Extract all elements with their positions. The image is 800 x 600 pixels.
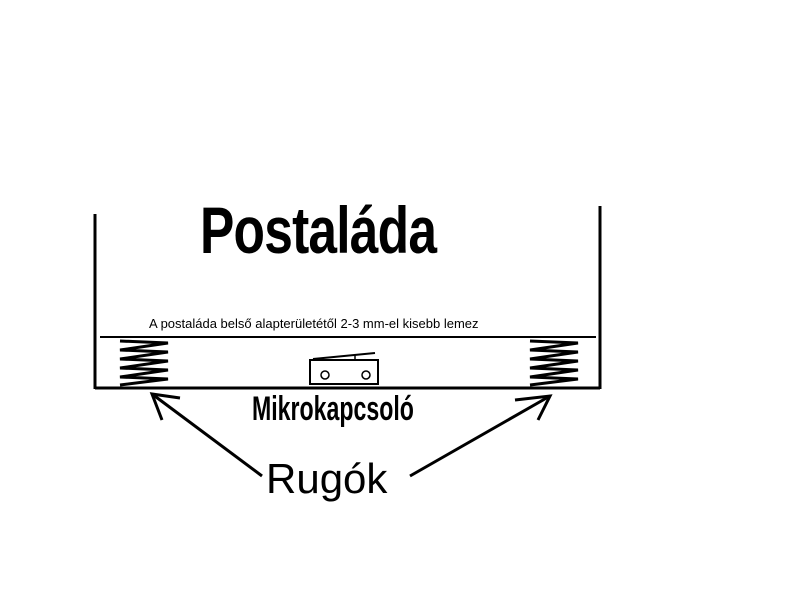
arrow-left-head	[149, 392, 181, 421]
mailbox-outline	[93, 206, 602, 390]
arrow-left-shaft	[151, 392, 263, 478]
left-spring	[119, 339, 169, 387]
springs-label: Rugók	[266, 455, 388, 502]
microswitch-label: Mikrokapcsoló	[252, 390, 414, 428]
microswitch-hole-right	[361, 370, 371, 380]
plate-label: A postaláda belső alapterületétől 2-3 mm…	[149, 316, 479, 331]
spring-arrows	[149, 392, 553, 478]
right-spring	[529, 339, 579, 387]
arrow-right-head	[514, 394, 553, 421]
microswitch	[309, 352, 379, 385]
arrow-right-shaft	[409, 394, 551, 478]
diagram-title: Postaláda	[200, 193, 437, 267]
microswitch-body	[309, 359, 379, 385]
microswitch-hole-left	[320, 370, 330, 380]
microswitch-lever	[312, 352, 376, 360]
